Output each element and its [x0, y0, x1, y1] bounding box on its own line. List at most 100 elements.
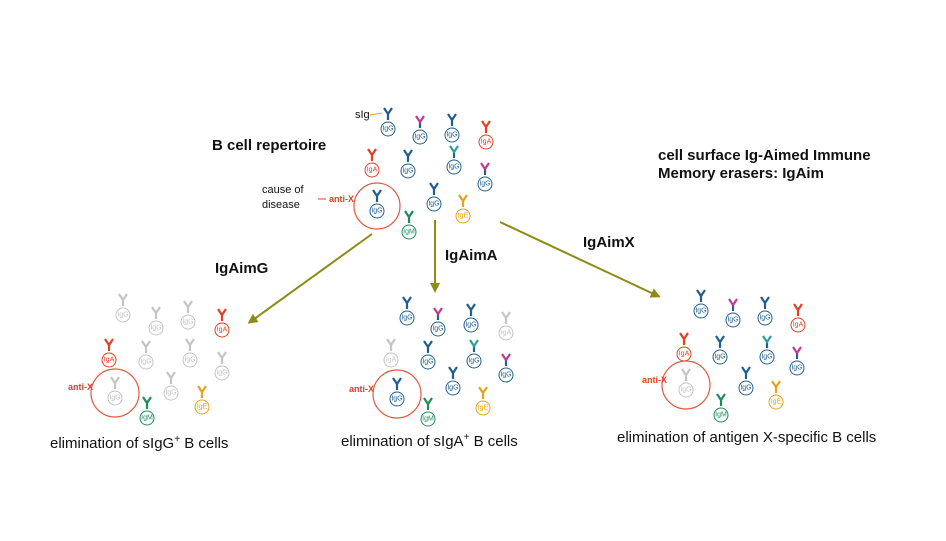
cell-body — [369, 203, 385, 219]
cell-body — [725, 312, 741, 328]
b-cell-igg: IgG — [400, 149, 416, 179]
b-cell-igm: IgM — [139, 396, 155, 426]
anti-x-label: anti-X — [349, 384, 374, 394]
cell-label: IgE — [771, 399, 782, 406]
cell-body — [426, 196, 442, 212]
anti-x-highlight-ring — [661, 360, 711, 410]
antibody-arms — [429, 182, 439, 191]
cell-body — [498, 325, 514, 341]
cell-body — [182, 352, 198, 368]
cell-body — [380, 121, 396, 137]
caption-igaima-prefix: elimination of sIgA — [341, 433, 464, 450]
arrow-igaimx — [499, 221, 661, 298]
arrow-label-igaimg: IgAimG — [215, 260, 268, 277]
cell-label: IgG — [165, 390, 176, 397]
cell-label: IgG — [448, 164, 459, 171]
cell-body — [107, 390, 123, 406]
cell-body — [789, 360, 805, 376]
antibody-arms — [447, 113, 457, 122]
antibody-arms — [741, 366, 751, 375]
b-cell-igg: IgG — [107, 376, 123, 406]
arrow-label-igaimx: IgAimX — [583, 234, 635, 251]
cell-label: IgG — [391, 396, 402, 403]
antibody-arms — [367, 148, 377, 157]
b-cell-igg: IgG — [757, 296, 773, 326]
b-cell-igg: IgG — [693, 289, 709, 319]
cell-body — [790, 317, 806, 333]
antibody-arms — [449, 145, 459, 154]
b-cell-iga: IgA — [790, 303, 806, 333]
antibody-arms — [792, 346, 802, 355]
antibody-arms — [771, 380, 781, 389]
antibody-arms — [423, 397, 433, 406]
b-cell-iga: IgA — [498, 311, 514, 341]
b-cell-igg: IgG — [148, 306, 164, 336]
antibody-arms — [151, 306, 161, 315]
cell-body — [475, 400, 491, 416]
b-cell-igg: IgG — [430, 307, 446, 337]
antibody-arms — [402, 296, 412, 305]
cell-label: IgG — [117, 312, 128, 319]
cell-label: IgM — [403, 229, 415, 236]
antibody-arms — [185, 338, 195, 347]
caption-igaima: elimination of sIgA+ B cells — [341, 432, 518, 450]
b-cell-iga: IgA — [478, 120, 494, 150]
cell-body — [693, 303, 709, 319]
antibody-arms — [793, 303, 803, 312]
b-cell-iga: IgA — [676, 332, 692, 362]
cell-body — [139, 410, 155, 426]
antibody-arms — [501, 311, 511, 320]
anti-x-highlight-ring — [90, 368, 140, 418]
cell-body — [115, 307, 131, 323]
cell-label: IgA — [217, 327, 228, 334]
cell-label: IgA — [679, 351, 690, 358]
cell-label: IgA — [386, 357, 397, 364]
cell-body — [389, 391, 405, 407]
cell-label: IgG — [714, 354, 725, 361]
igaim-title-line1: cell surface Ig-Aimed Immune — [658, 147, 871, 164]
cell-body — [678, 382, 694, 398]
cell-label: IgG — [371, 208, 382, 215]
caption-igaimg: elimination of sIgG+ B cells — [50, 434, 228, 452]
b-cell-ige: IgE — [768, 380, 784, 410]
cell-label: IgG — [761, 354, 772, 361]
cell-label: IgG — [401, 315, 412, 322]
b-cell-igg: IgG — [115, 293, 131, 323]
b-cell-iga: IgA — [101, 338, 117, 368]
cell-body — [757, 310, 773, 326]
cell-label: IgG — [791, 365, 802, 372]
antibody-arms — [392, 377, 402, 386]
b-cell-igg: IgG — [180, 300, 196, 330]
cell-body — [712, 349, 728, 365]
b-cell-iga: IgA — [364, 148, 380, 178]
antibody-arms — [141, 340, 151, 349]
b-cell-igg: IgG — [446, 145, 462, 175]
cell-body — [400, 163, 416, 179]
b-cell-igm: IgM — [401, 210, 417, 240]
anti-x-highlight-ring — [372, 369, 422, 419]
caption-igaima-sup: + — [464, 432, 470, 443]
b-cell-igg: IgG — [380, 107, 396, 137]
b-cell-igg: IgG — [477, 162, 493, 192]
antibody-arms — [760, 296, 770, 305]
cell-body — [420, 354, 436, 370]
cell-label: IgG — [182, 319, 193, 326]
cell-label: IgG — [468, 358, 479, 365]
b-cell-igg: IgG — [738, 366, 754, 396]
b-cell-igg: IgG — [138, 340, 154, 370]
antibody-arms — [183, 300, 193, 309]
antibody-arms — [404, 210, 414, 219]
cell-label: IgG — [428, 201, 439, 208]
cell-body — [401, 224, 417, 240]
repertoire-title: B cell repertoire — [212, 137, 326, 154]
antibody-arms — [372, 189, 382, 198]
cell-body — [214, 365, 230, 381]
cell-label: IgG — [465, 322, 476, 329]
caption-igaimg-suffix: B cells — [180, 435, 228, 452]
antibody-arms — [728, 298, 738, 307]
b-cell-igg: IgG — [389, 377, 405, 407]
